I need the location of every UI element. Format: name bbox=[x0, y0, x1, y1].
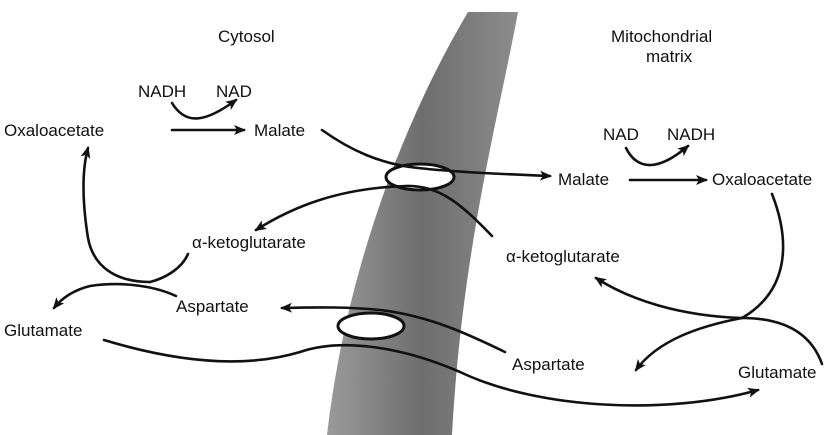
transamination-to-aspartate-arrow bbox=[636, 318, 742, 370]
cytosol-alpha-ketoglutarate-label: α-ketoglutarate bbox=[192, 233, 306, 252]
mitochondrial-matrix-label-line1: Mitochondrial bbox=[611, 27, 712, 46]
cytosol-oxaloacetate-label: Oxaloacetate bbox=[4, 121, 104, 140]
mitochondrial-matrix-label-line2: matrix bbox=[646, 47, 693, 66]
cytosol-label: Cytosol bbox=[218, 27, 275, 46]
mitochondrial-membrane bbox=[327, 12, 518, 435]
cytosol-cycle-arrow-up bbox=[84, 148, 151, 282]
aspartate-to-glutamate-arrow bbox=[54, 284, 176, 308]
cytosol-nad-label: NAD bbox=[216, 82, 252, 101]
matrix-glutamate-label: Glutamate bbox=[738, 363, 816, 382]
matrix-malate-label: Malate bbox=[558, 170, 609, 189]
cytosol-aspartate-label: Aspartate bbox=[176, 297, 249, 316]
cytosol-malate-label: Malate bbox=[254, 121, 305, 140]
alpha-ketoglutarate-to-transamination-arrow bbox=[150, 254, 188, 282]
matrix-oxaloacetate-label: Oxaloacetate bbox=[712, 170, 812, 189]
matrix-aspartate-label: Aspartate bbox=[512, 355, 585, 374]
matrix-alpha-ketoglutarate-label: α-ketoglutarate bbox=[506, 247, 620, 266]
matrix-nadh-label: NADH bbox=[667, 125, 715, 144]
aspartate-glutamate-transporter bbox=[338, 313, 404, 339]
cytosol-nadh-label: NADH bbox=[138, 82, 186, 101]
cytosol-glutamate-label: Glutamate bbox=[4, 321, 82, 340]
oxaloacetate-to-transamination-arrow bbox=[742, 194, 783, 318]
nad-to-nadh-arrow bbox=[626, 146, 688, 165]
glutamate-to-transamination-arrow bbox=[742, 318, 822, 364]
nadh-to-nad-arrow bbox=[172, 100, 236, 118]
transamination-to-alpha-ketoglutarate-arrow bbox=[596, 278, 742, 318]
matrix-nad-label: NAD bbox=[603, 125, 639, 144]
